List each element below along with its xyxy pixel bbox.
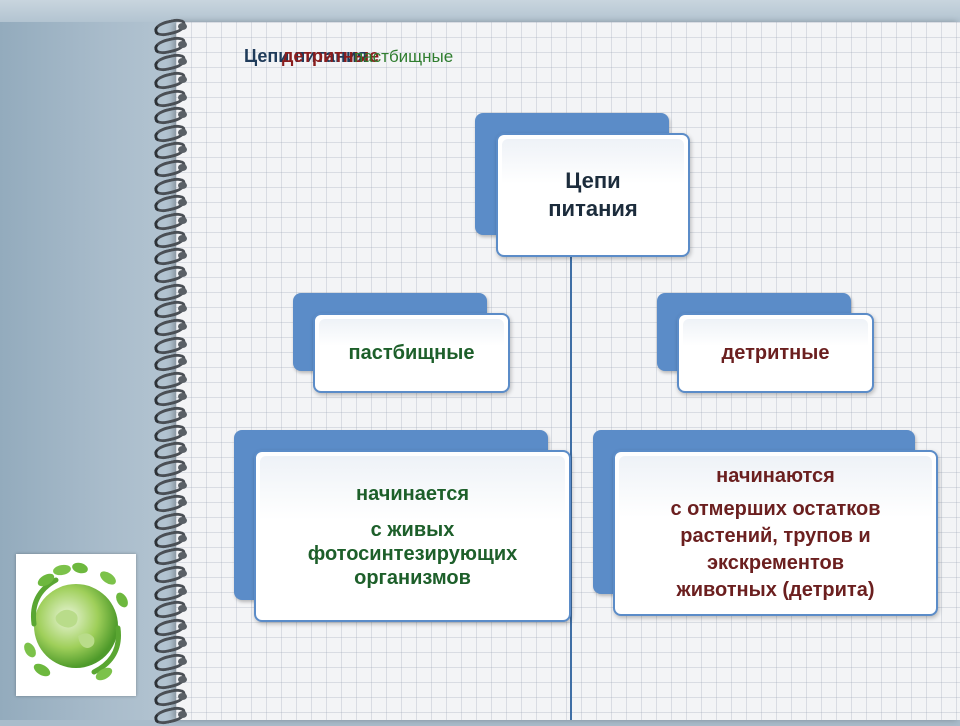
- spiral-ring: [150, 247, 196, 261]
- right-desc-heading: начинаются: [716, 464, 835, 487]
- spiral-ring: [150, 600, 196, 614]
- spiral-ring: [150, 265, 196, 279]
- spiral-ring: [150, 283, 196, 297]
- spiral-ring: [150, 459, 196, 473]
- right-category-inner: [683, 319, 868, 387]
- right-desc-line: животных (детрита): [676, 578, 875, 601]
- spiral-ring: [150, 530, 196, 544]
- spiral-ring: [150, 89, 196, 103]
- spiral-ring: [150, 53, 196, 67]
- left-desc-line: с живых: [370, 519, 455, 541]
- right-desc-line: экскрементов: [706, 551, 845, 574]
- spiral-ring: [150, 353, 196, 367]
- slide-title-overlay-2: пастбищные: [354, 47, 454, 66]
- right-desc-box: начинаются с отмерших остатков растений,…: [613, 450, 938, 616]
- spiral-ring: [150, 18, 196, 32]
- spiral-ring: [150, 547, 196, 561]
- slide-title-text: Цепи питания: [244, 46, 368, 66]
- spiral-ring: [150, 177, 196, 191]
- spiral-ring: [150, 230, 196, 244]
- spiral-ring: [150, 141, 196, 155]
- left-desc-box: начинается с живых фотосинтезирующих орг…: [254, 450, 571, 622]
- slide-title-overlay-1: детритные: [282, 46, 380, 66]
- left-category-label: пастбищные: [348, 342, 475, 364]
- spiral-ring: [150, 706, 196, 720]
- spiral-ring: [150, 318, 196, 332]
- spiral-ring: [150, 424, 196, 438]
- spiral-ring: [150, 565, 196, 579]
- left-desc-heading: начинается: [356, 483, 469, 505]
- spiral-ring: [150, 688, 196, 702]
- left-desc-inner: [260, 456, 565, 616]
- left-category-box: пастбищные: [313, 313, 510, 393]
- spiral-ring: [150, 635, 196, 649]
- spiral-ring: [150, 106, 196, 120]
- spiral-ring: [150, 618, 196, 632]
- left-desc-line: фотосинтезирующих: [307, 543, 518, 565]
- spiral-ring: [150, 477, 196, 491]
- connector-line: [570, 255, 572, 720]
- spiral-ring: [150, 371, 196, 385]
- right-desc-line: растений, трупов и: [680, 524, 871, 547]
- spiral-ring: [150, 512, 196, 526]
- right-category-box: детритные: [677, 313, 874, 393]
- spiral-ring: [150, 159, 196, 173]
- spiral-ring: [150, 124, 196, 138]
- spiral-ring: [150, 406, 196, 420]
- spiral-ring: [150, 494, 196, 508]
- spiral-ring: [150, 671, 196, 685]
- spiral-ring: [150, 300, 196, 314]
- top-strip: [0, 0, 960, 22]
- spiral-ring: [150, 388, 196, 402]
- green-globe-leaves-icon: [16, 554, 136, 696]
- spiral-binding: [150, 18, 200, 720]
- spiral-ring: [150, 212, 196, 226]
- spiral-ring: [150, 441, 196, 455]
- root-line-2: питания: [548, 196, 638, 221]
- left-category-inner: [319, 319, 504, 387]
- spiral-ring: [150, 336, 196, 350]
- left-desc-line: организмов: [354, 567, 471, 589]
- right-desc-inner: [619, 456, 932, 610]
- spiral-ring: [150, 71, 196, 85]
- right-category-label: детритные: [721, 341, 830, 364]
- root-box-inner: [502, 139, 684, 251]
- spiral-ring: [150, 36, 196, 50]
- spiral-ring: [150, 653, 196, 667]
- spiral-ring: [150, 583, 196, 597]
- root-box: Цепи питания: [496, 133, 690, 257]
- root-line-1: Цепи: [565, 168, 621, 193]
- slide-title: Цепи питания детритные пастбищные: [244, 46, 453, 67]
- spiral-ring: [150, 194, 196, 208]
- right-desc-line: с отмерших остатков: [670, 497, 881, 520]
